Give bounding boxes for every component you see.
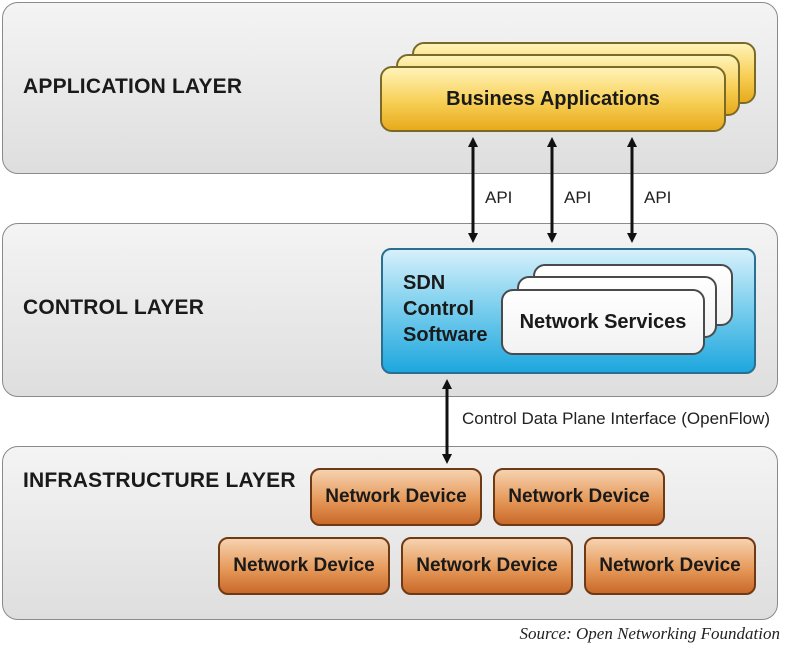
api-label-3: API (644, 188, 672, 207)
network-services-card: Network Services (501, 289, 705, 355)
infrastructure-layer-title: INFRASTRUCTURE LAYER (23, 469, 296, 492)
business-app-card: Business Applications (380, 66, 726, 132)
network-device-2: Network Device (493, 468, 665, 526)
control-layer-title: CONTROL LAYER (23, 296, 205, 319)
sdn-label-line-2: Control (403, 298, 475, 320)
sdn-label-line-1: SDN (403, 272, 446, 294)
sdn-label-line-3: Software (403, 324, 488, 346)
source-credit: Source: Open Networking Foundation (519, 624, 780, 643)
business-applications-label: Business Applications (446, 88, 660, 110)
network-services-label: Network Services (519, 311, 687, 333)
control-data-plane-interface-label: Control Data Plane Interface (OpenFlow) (462, 409, 771, 428)
sdn-control-software-label: SDN Control Software (403, 270, 487, 348)
api-label-2: API (564, 188, 592, 207)
api-label-1: API (485, 188, 513, 207)
network-device-4: Network Device (401, 537, 573, 595)
application-layer-title: APPLICATION LAYER (23, 75, 243, 98)
network-device-3: Network Device (218, 537, 390, 595)
network-device-1: Network Device (310, 468, 482, 526)
network-device-5: Network Device (584, 537, 756, 595)
